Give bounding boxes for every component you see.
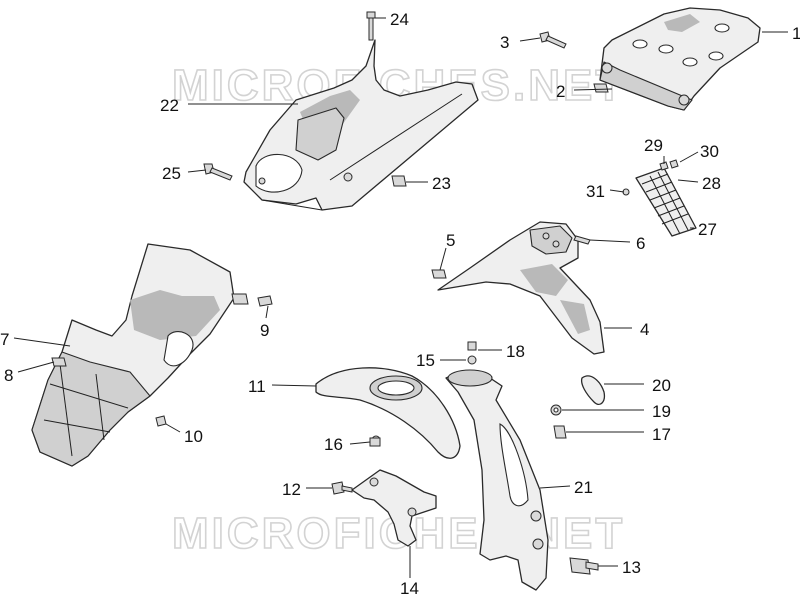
leader-lines — [13, 17, 788, 578]
callout-13: 13 — [622, 558, 641, 577]
part-27-grille — [635, 167, 697, 237]
callout-20: 20 — [652, 376, 671, 395]
callout-28: 28 — [702, 174, 721, 193]
part-14-small-bracket — [351, 469, 437, 547]
part-21-fork-bracket — [445, 369, 549, 591]
callout-19: 19 — [652, 402, 671, 421]
callout-9: 9 — [260, 321, 269, 340]
callout-1: 1 — [792, 24, 800, 43]
part-4-front-fender — [437, 221, 605, 355]
callout-31: 31 — [586, 182, 605, 201]
part-22-upper-shield — [243, 39, 479, 211]
part-11-mudguard-cover — [315, 367, 461, 459]
callout-17: 17 — [652, 425, 671, 444]
callout-11: 11 — [248, 377, 266, 396]
callout-8: 8 — [4, 366, 13, 385]
callout-29: 29 — [644, 136, 663, 155]
part-7-footboard — [31, 243, 249, 467]
callout-21: 21 — [574, 478, 593, 497]
callout-15: 15 — [416, 351, 435, 370]
callout-25: 25 — [162, 164, 181, 183]
callout-24: 24 — [390, 10, 409, 29]
part-20-small-cover — [580, 375, 606, 406]
callout-7: 7 — [0, 330, 9, 349]
callout-22: 22 — [160, 96, 179, 115]
callout-4: 4 — [640, 320, 649, 339]
callout-6: 6 — [636, 234, 645, 253]
part-1-rear-cover — [599, 7, 761, 111]
callout-27: 27 — [698, 220, 717, 239]
callout-3: 3 — [500, 33, 509, 52]
callout-labels: 1 2 3 4 5 6 7 8 9 10 11 12 13 14 15 16 1… — [0, 10, 800, 598]
callout-2: 2 — [556, 82, 565, 101]
callout-16: 16 — [324, 435, 343, 454]
callout-23: 23 — [432, 174, 451, 193]
callout-12: 12 — [282, 480, 301, 499]
callout-18: 18 — [506, 342, 525, 361]
callout-14: 14 — [400, 579, 419, 598]
callout-30: 30 — [700, 142, 719, 161]
callout-10: 10 — [184, 427, 203, 446]
callout-5: 5 — [446, 231, 455, 250]
hardware — [51, 11, 679, 575]
